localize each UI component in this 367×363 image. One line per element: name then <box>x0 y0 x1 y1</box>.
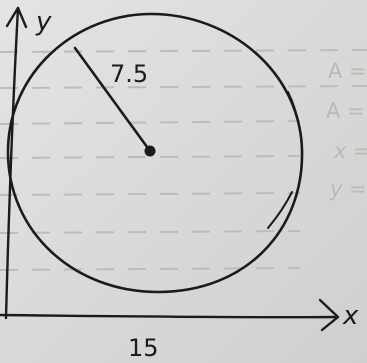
margin-note-4: y = <box>329 177 367 201</box>
diameter-label: 15 <box>128 334 159 362</box>
circle-retrace-2 <box>267 191 293 229</box>
circle-retrace <box>287 91 301 133</box>
margin-note-3: x = <box>333 139 367 163</box>
margin-note-2: A = <box>326 99 365 123</box>
center-point <box>144 145 156 157</box>
circle <box>6 12 304 294</box>
y-axis-label: y <box>35 7 52 37</box>
x-axis-label: x <box>342 301 359 331</box>
ruled-lines <box>0 49 367 271</box>
margin-notes: A = A = x = y = <box>326 59 367 201</box>
radius-line <box>73 46 152 153</box>
margin-note-1: A = <box>328 59 367 83</box>
radius-label: 7.5 <box>110 60 148 88</box>
x-axis <box>0 298 340 332</box>
